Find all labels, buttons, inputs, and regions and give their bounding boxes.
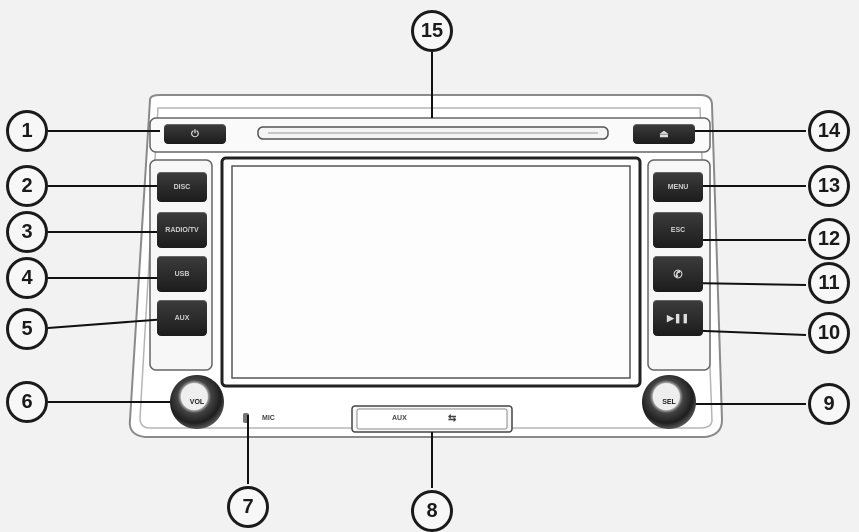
volume-knob[interactable]: VOL bbox=[170, 375, 224, 429]
aux-port-label: AUX bbox=[392, 415, 407, 422]
leader-lines bbox=[47, 50, 807, 488]
disc-button-label: DISC bbox=[173, 183, 191, 191]
volume-knob-label: VOL bbox=[189, 398, 205, 406]
radio-tv-button-label: RADIO/TV bbox=[165, 226, 199, 234]
eject-icon: ⏏ bbox=[659, 128, 669, 140]
eject-button[interactable]: ⏏ bbox=[633, 124, 695, 144]
disc-button[interactable]: DISC bbox=[157, 172, 207, 202]
esc-button[interactable]: ESC bbox=[653, 212, 703, 248]
callout-3: 3 bbox=[6, 211, 48, 253]
usb-button[interactable]: USB bbox=[157, 256, 207, 292]
phone-icon: ✆ bbox=[673, 268, 683, 281]
callout-13: 13 bbox=[808, 165, 850, 207]
callout-4: 4 bbox=[6, 257, 48, 299]
play-pause-icon: ▶❚❚ bbox=[666, 312, 689, 323]
callout-15: 15 bbox=[411, 10, 453, 52]
usb-icon: ⇆ bbox=[448, 413, 457, 424]
callout-14: 14 bbox=[808, 110, 850, 152]
callout-8: 8 bbox=[411, 490, 453, 532]
select-knob-label: SEL bbox=[662, 398, 676, 406]
select-knob[interactable]: SEL bbox=[642, 375, 696, 429]
menu-button[interactable]: MENU bbox=[653, 172, 703, 202]
phone-button[interactable]: ✆ bbox=[653, 256, 703, 292]
aux-button-label: AUX bbox=[174, 314, 190, 322]
esc-button-label: ESC bbox=[670, 226, 686, 234]
callout-2: 2 bbox=[6, 165, 48, 207]
aux-button[interactable]: AUX bbox=[157, 300, 207, 336]
callout-9: 9 bbox=[808, 383, 850, 425]
callout-1: 1 bbox=[6, 110, 48, 152]
callout-11: 11 bbox=[808, 262, 850, 304]
callout-6: 6 bbox=[6, 381, 48, 423]
mic-port-label: MIC bbox=[262, 415, 275, 422]
power-icon: ⏻ bbox=[191, 128, 199, 140]
usb-button-label: USB bbox=[174, 270, 190, 278]
radio-tv-button[interactable]: RADIO/TV bbox=[157, 212, 207, 248]
callout-5: 5 bbox=[6, 308, 48, 350]
callout-7: 7 bbox=[227, 486, 269, 528]
power-button[interactable]: ⏻ bbox=[164, 124, 226, 144]
callout-10: 10 bbox=[808, 312, 850, 354]
play-pause-button[interactable]: ▶❚❚ bbox=[653, 300, 703, 336]
callout-12: 12 bbox=[808, 218, 850, 260]
menu-button-label: MENU bbox=[667, 183, 689, 191]
